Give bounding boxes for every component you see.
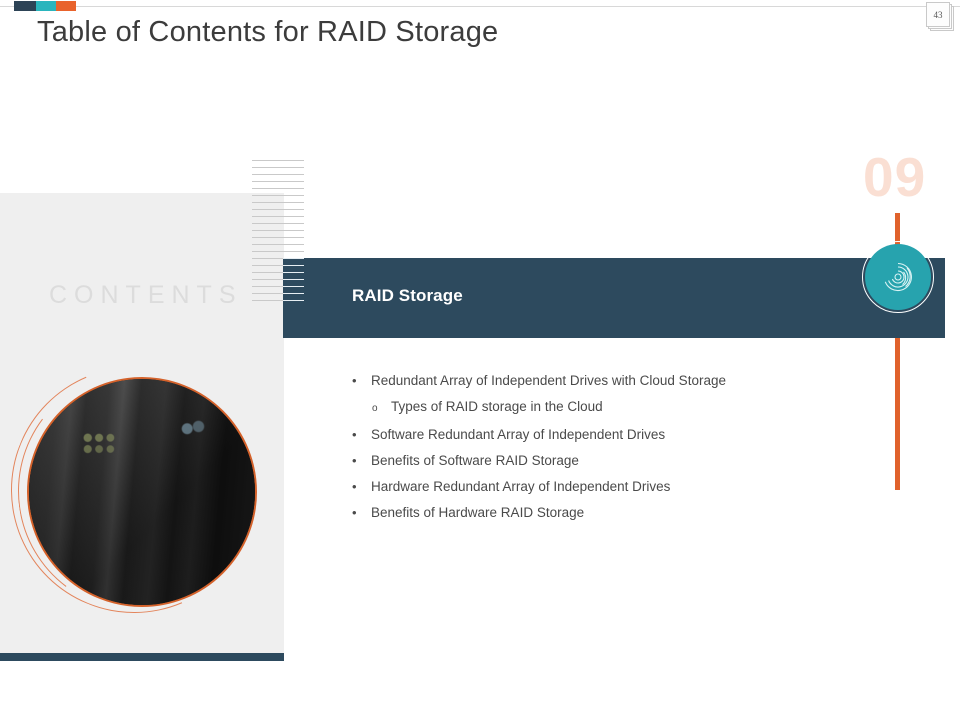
list-item[interactable]: o Types of RAID storage in the Cloud bbox=[352, 394, 912, 422]
bullet-marker: • bbox=[352, 479, 357, 494]
connector-line bbox=[895, 213, 900, 490]
list-item[interactable]: • Benefits of Hardware RAID Storage bbox=[352, 500, 912, 526]
top-divider bbox=[0, 6, 960, 7]
list-item-label: Software Redundant Array of Independent … bbox=[371, 427, 666, 442]
list-item-label: Benefits of Hardware RAID Storage bbox=[371, 505, 585, 520]
section-number: 09 bbox=[863, 146, 927, 208]
page-number-text: 43 bbox=[933, 9, 943, 20]
contents-watermark: CONTENTS bbox=[49, 281, 243, 309]
bullet-marker: • bbox=[352, 373, 357, 388]
brand-accent-swatches bbox=[14, 1, 76, 11]
list-item[interactable]: • Software Redundant Array of Independen… bbox=[352, 422, 912, 448]
list-item[interactable]: • Hardware Redundant Array of Independen… bbox=[352, 474, 912, 500]
bullet-marker: o bbox=[372, 403, 378, 414]
server-photo-group bbox=[0, 329, 295, 651]
accent-swatch-teal bbox=[36, 1, 56, 11]
photo-sheen-overlay bbox=[29, 379, 255, 605]
accent-swatch-navy bbox=[14, 1, 36, 11]
list-item-label: Hardware Redundant Array of Independent … bbox=[371, 479, 671, 494]
list-item-label: Benefits of Software RAID Storage bbox=[371, 453, 579, 468]
list-item-label: Types of RAID storage in the Cloud bbox=[391, 399, 603, 414]
contents-panel-bottom-bar bbox=[0, 653, 284, 661]
section-banner bbox=[283, 258, 945, 338]
section-banner-title: RAID Storage bbox=[352, 286, 463, 305]
page-sheet-front bbox=[926, 2, 950, 27]
section-medallion[interactable] bbox=[865, 244, 931, 310]
list-item[interactable]: • Redundant Array of Independent Drives … bbox=[352, 368, 912, 394]
server-rack-photo bbox=[27, 377, 257, 607]
server-rack-image bbox=[29, 379, 255, 605]
bullet-marker: • bbox=[352, 453, 357, 468]
page-number-badge[interactable]: 43 bbox=[926, 2, 956, 32]
accent-swatch-orange bbox=[56, 1, 76, 11]
spiral-disc-icon bbox=[876, 255, 920, 299]
list-item-label: Redundant Array of Independent Drives wi… bbox=[371, 373, 726, 388]
list-item[interactable]: • Benefits of Software RAID Storage bbox=[352, 448, 912, 474]
page-title: Table of Contents for RAID Storage bbox=[37, 16, 499, 48]
stripe-texture-overlay bbox=[283, 258, 304, 306]
contents-bullet-list: • Redundant Array of Independent Drives … bbox=[352, 368, 912, 526]
bullet-marker: • bbox=[352, 505, 357, 520]
bullet-marker: • bbox=[352, 427, 357, 442]
medallion-ring bbox=[862, 241, 934, 313]
